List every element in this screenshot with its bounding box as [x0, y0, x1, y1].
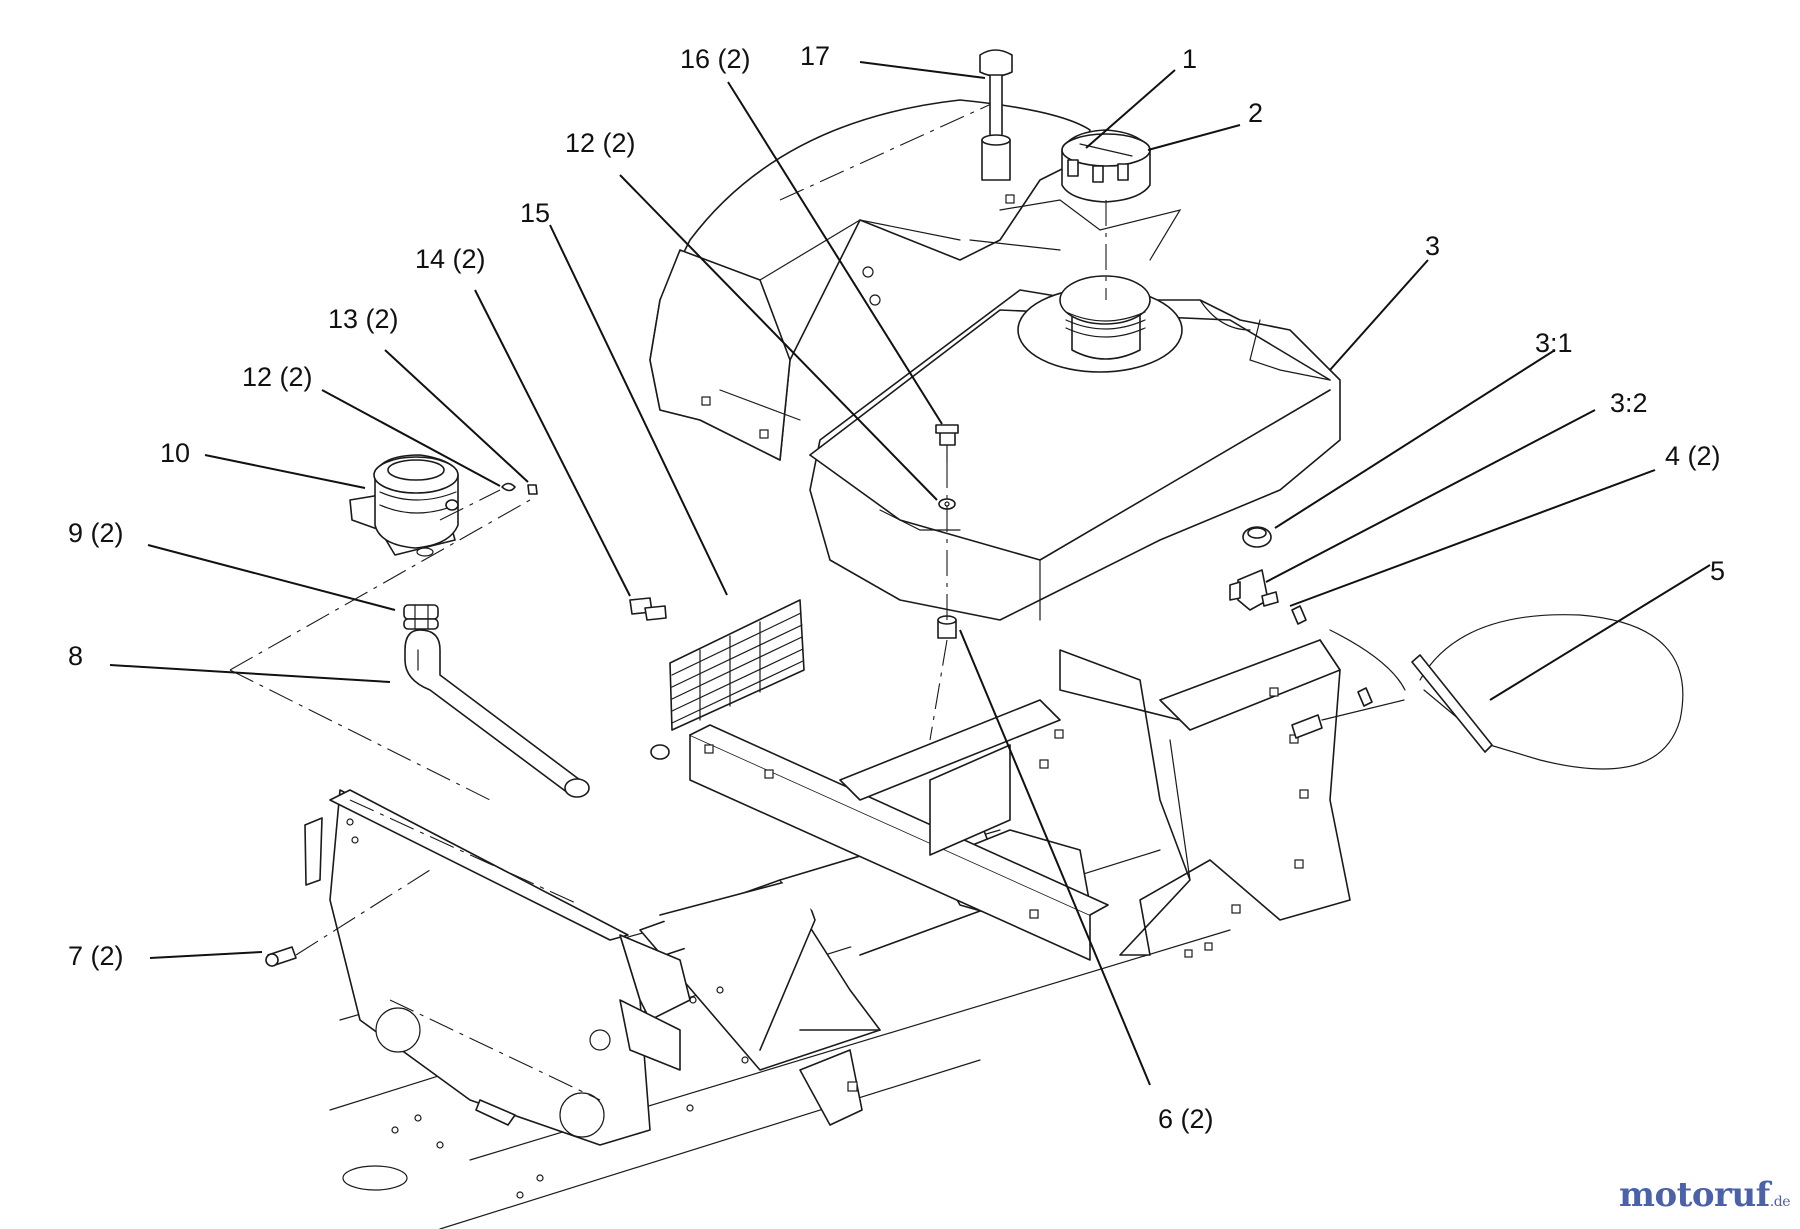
callout-10: 10	[160, 438, 190, 468]
callout-6: 6 (2)	[1158, 1104, 1214, 1134]
fill-tube	[404, 629, 590, 798]
callout-3: 3	[1425, 231, 1440, 261]
callout-8: 8	[68, 641, 83, 671]
fuel-cap	[1061, 129, 1151, 300]
callout-5: 5	[1710, 556, 1725, 586]
callout-16: 16 (2)	[680, 44, 751, 74]
callout-3-2: 3:2	[1610, 388, 1648, 418]
tank-hardware	[929, 424, 959, 741]
callout-2: 2	[1248, 98, 1263, 128]
leader-lines	[109, 61, 1711, 1086]
callout-13: 13 (2)	[328, 304, 399, 334]
fuel-line	[1229, 526, 1684, 770]
callout-4: 4 (2)	[1665, 441, 1721, 471]
callout-12-right: 12 (2)	[565, 128, 636, 158]
callout-17: 17	[800, 41, 830, 71]
callout-12-left: 12 (2)	[242, 362, 313, 392]
breather-filter	[229, 454, 538, 801]
grille-screen	[629, 597, 805, 760]
hood-cover	[649, 99, 1091, 461]
watermark-logo: motoruf.de	[1619, 1175, 1791, 1215]
hose-clamp	[403, 604, 439, 630]
callout-9: 9 (2)	[68, 518, 124, 548]
front-panel	[265, 789, 691, 1146]
callout-3-1: 3:1	[1535, 328, 1573, 358]
callout-15: 15	[520, 198, 550, 228]
fuel-gauge	[979, 49, 1015, 204]
callout-14: 14 (2)	[415, 244, 486, 274]
callout-labels: 1 2 3 3:1 3:2 4 (2) 5 6 (2) 7 (2) 8 9 (2…	[68, 41, 1725, 1134]
watermark-name: motoruf	[1619, 1175, 1770, 1215]
grille-bracket	[689, 699, 1109, 961]
callout-1: 1	[1182, 44, 1197, 74]
callout-7: 7 (2)	[68, 941, 124, 971]
watermark-tld: .de	[1769, 1194, 1791, 1210]
fuel-tank	[809, 199, 1341, 621]
